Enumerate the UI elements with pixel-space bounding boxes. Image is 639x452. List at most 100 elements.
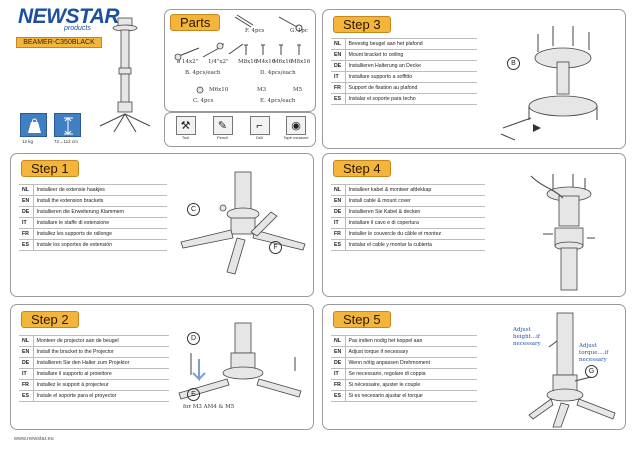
note-adjust-torque: Adjust torque....if necessary [579,343,609,363]
step-1-title: Step 1 [21,160,79,177]
step-2-title: Step 2 [21,311,79,328]
part-D4: M8x16 [291,59,311,65]
tool-label: Pencil [217,135,228,140]
wrench-icon: ⚒ [175,116,196,135]
parts-title: Parts [170,14,221,31]
callout-B: B [507,57,520,70]
tool-label: Drill [256,135,263,140]
callout-D: D [187,332,200,345]
step-5-illustration [528,312,616,428]
footer-url: www.newstar.eu [14,436,54,442]
range-label: 72→112 cm [54,139,78,144]
model-label: BEAMER-C350BLACK [16,37,102,48]
part-E: E. 4pcs/each [260,98,296,104]
part-E1: M3 [257,87,267,93]
weight-icon [20,113,47,137]
callout-G: G [585,365,598,378]
tool-item: ⌐ Drill [247,116,272,146]
tool-label: Tool [181,135,190,140]
product-illustration [99,17,151,133]
part-G: G. 1pc [290,28,308,34]
brand-name: NEWSTAR [18,5,120,28]
weight-label: 12 kg [22,139,34,144]
height-range-icon [54,113,81,137]
bolts-illustration [174,42,244,61]
brand-sub: products [64,25,91,32]
spec-box: 12 kg 72→112 cm [18,111,84,148]
tool-item: ✎ Pencil [210,116,235,146]
tool-item: ⚒ Tool [173,116,198,146]
tools-panel: ⚒ Tool ✎ Pencil ⌐ Drill ◉ Tape measure [164,112,316,147]
step-2-note: for M3 AM4 & M5 [183,404,235,410]
part-C1: M6x10 [209,87,229,93]
tape-measure-icon: ◉ [286,116,306,135]
step-4-title: Step 4 [333,160,391,177]
part-D2: M4x16 [256,59,276,65]
part-F: F. 4pcs [245,28,265,34]
part-D: D. 4pcs/each [260,70,296,76]
pencil-icon: ✎ [212,116,233,135]
callout-E: E [187,388,200,401]
part-C: C. 4pcs [193,98,214,104]
callout-C: C [187,203,200,216]
part-B: B. 4pcs/each [185,70,221,76]
wrench-part-icon [234,14,303,32]
screws-illustration [244,44,301,55]
step-3-illustration [500,26,598,141]
callout-F: F [269,241,282,254]
note-adjust-height: Adjust height...if necessary [513,327,541,347]
brand-logo: NEWSTAR products [18,5,120,40]
part-D1: M8x16 [238,59,258,65]
part-B1: ø 14x2" [177,59,199,65]
step-5-title: Step 5 [333,311,391,328]
drill-icon: ⌐ [249,116,270,135]
tool-item: ◉ Tape measure [281,116,311,146]
part-E2: M5 [293,87,303,93]
step-3-title: Step 3 [333,16,391,33]
nut-icon [196,86,204,94]
step-1-illustration [180,171,306,275]
tool-label: Tape measure [283,135,309,140]
